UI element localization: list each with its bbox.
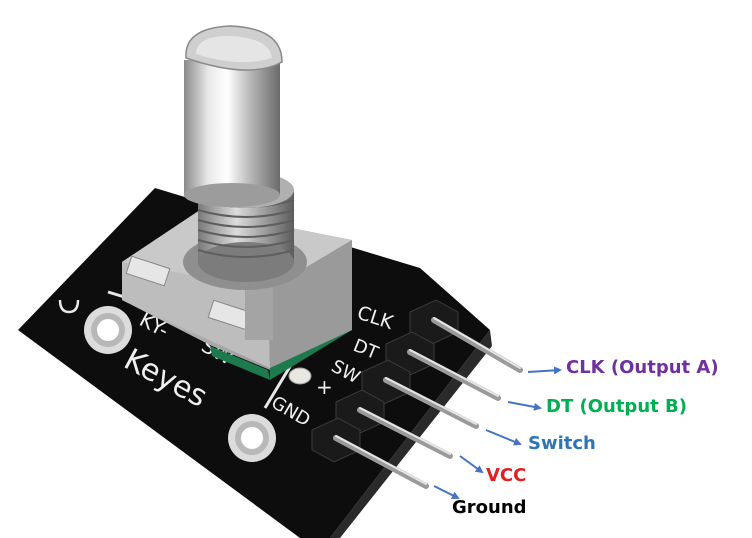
pin-header — [311, 299, 523, 489]
header-pin-ground — [311, 417, 429, 489]
mounting-hole-right — [228, 414, 276, 462]
pin-label-switch: Switch — [528, 433, 596, 454]
pin-label-clk: CLK (Output A) — [566, 357, 719, 378]
arrow-ground — [433, 485, 460, 499]
arrow-vcc — [459, 455, 484, 474]
pin-label-ground: Ground — [452, 497, 527, 518]
pin-label-dt: DT (Output B) — [546, 396, 687, 417]
header-pin-switch — [361, 359, 479, 429]
plus-pin-silkscreen: + — [316, 375, 333, 399]
leader-arrows — [433, 366, 562, 499]
pin-label-vcc: VCC — [486, 465, 527, 486]
mounting-hole-left — [84, 306, 132, 354]
threaded-bushing — [183, 172, 307, 290]
encoder-shaft — [184, 25, 283, 207]
arrow-clk — [527, 366, 562, 375]
arrow-dt — [507, 401, 542, 411]
header-pin-clk — [409, 299, 523, 373]
arrow-switch — [485, 429, 522, 446]
